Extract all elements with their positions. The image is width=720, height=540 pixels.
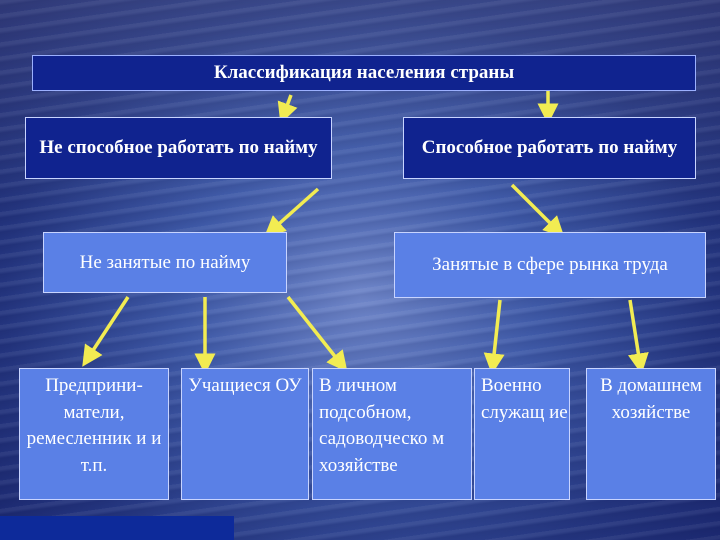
box-able: Способное работать по найму <box>403 117 696 179</box>
arrow-able-to-emp <box>510 183 565 238</box>
box-military: Военно служащ ие <box>474 368 570 500</box>
box-personal-farm: В личном подсобном, садоводческо м хозяй… <box>312 368 472 500</box>
arrow-emp-to-military <box>483 299 505 375</box>
diagram-title: Классификация населения страны <box>32 55 696 91</box>
box-employed: Занятые в сфере рынка труда <box>394 232 706 298</box>
box-not-employed: Не занятые по найму <box>43 232 287 293</box>
box-students: Учащиеся ОУ <box>181 368 309 500</box>
decorative-bar <box>0 516 234 540</box>
box-entrepreneurs: Предприни- матели, ремесленник и и т.п. <box>19 368 169 500</box>
box-not-able: Не способное работать по найму <box>25 117 332 179</box>
arrow-notemp-to-personal <box>286 295 348 373</box>
arrow-notemp-to-entre <box>82 296 130 367</box>
arrow-title-to-notable <box>277 94 298 124</box>
arrow-emp-to-home <box>628 299 649 375</box>
arrow-notable-to-notemp <box>264 187 320 237</box>
box-household: В домашнем хозяйстве <box>586 368 716 500</box>
